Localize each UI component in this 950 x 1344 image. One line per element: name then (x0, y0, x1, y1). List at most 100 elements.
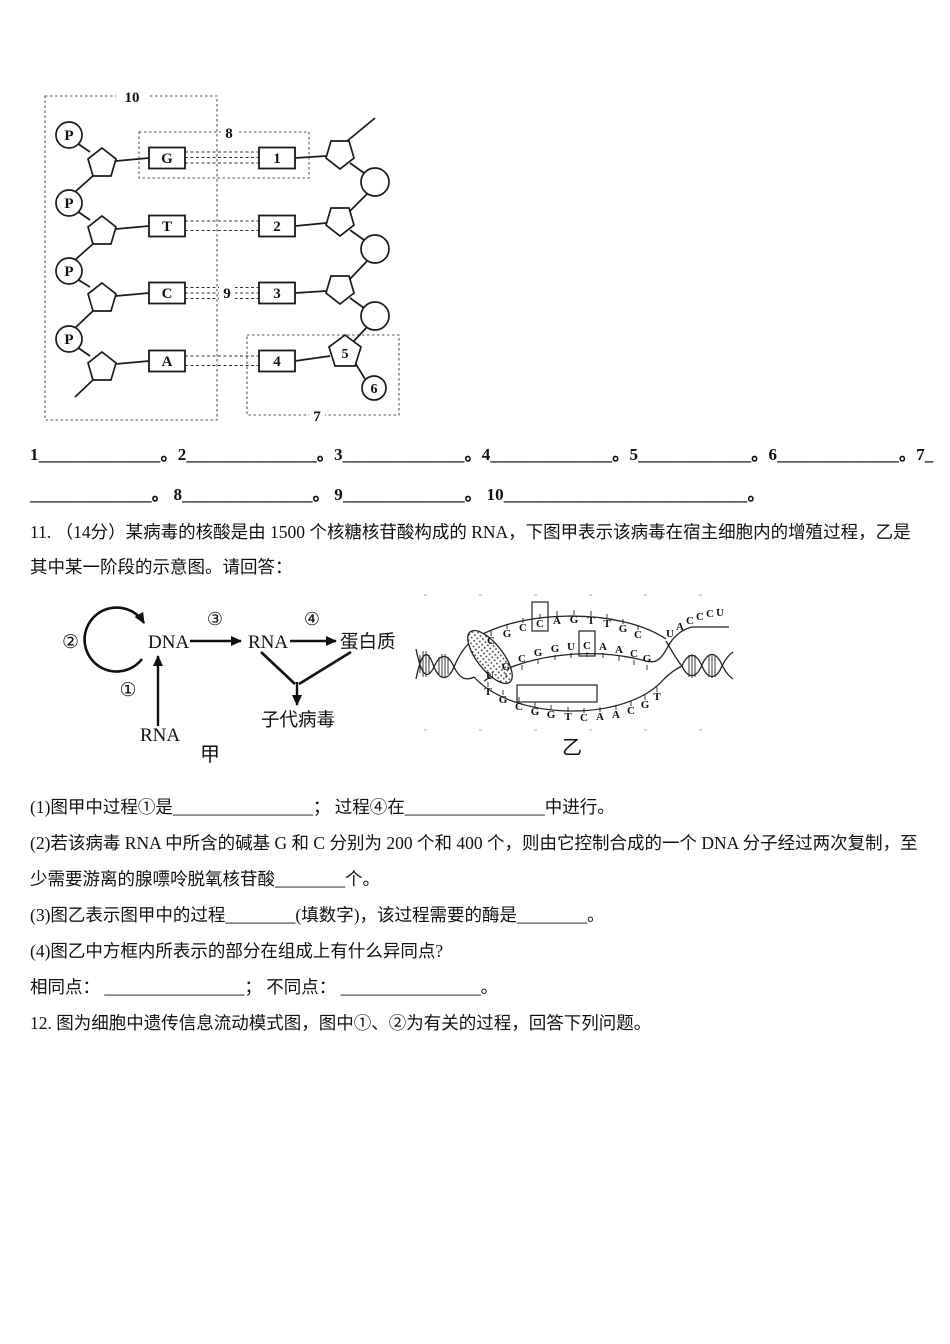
template-top-strand (469, 615, 667, 643)
phosphate-label: P (64, 264, 73, 280)
label-6: 6 (371, 382, 378, 397)
base-a: A (162, 354, 173, 370)
q11-stem: 11. （14分）某病毒的核酸是由 1500 个核糖核苷酸构成的 RNA，下图甲… (30, 515, 918, 585)
bubble-strands (469, 615, 729, 712)
base-letter: G (570, 614, 579, 626)
q11-parts: (1)图甲中过程①是________________； 过程④在________… (30, 789, 918, 1041)
base-letter: C (518, 653, 526, 665)
deoxyribose-pentagons (87, 140, 362, 381)
base-letter: C (515, 701, 523, 713)
part-number-labels: 10 8 9 7 5 6 (116, 90, 378, 425)
base-box-labels: G T C A 1 2 3 4 (161, 151, 281, 370)
base-3: 3 (273, 286, 281, 302)
q11-part4-blanks: 相同点： ________________； 不同点： ____________… (30, 977, 499, 997)
base-c: C (162, 286, 173, 302)
q11-part3: (3)图乙表示图甲中的过程________(填数字)，该过程需要的酶是_____… (30, 905, 605, 925)
label-10: 10 (125, 90, 140, 106)
node-progeny-virus: 子代病毒 (261, 710, 335, 731)
base-letter: U (567, 641, 575, 653)
base-letter: G (499, 694, 508, 706)
nucleotide-highlight-boxes (516, 601, 598, 703)
base-letter: A (553, 615, 561, 627)
base-letter: T (653, 691, 661, 703)
base-letter: U (486, 670, 494, 682)
node-protein: 蛋白质 (340, 632, 396, 653)
base-letter: U (666, 628, 674, 640)
base-letter: T (484, 686, 492, 698)
base-letter: C (706, 608, 714, 620)
q12-stem: 12. 图为细胞中遗传信息流动模式图，图中①、②为有关的过程，回答下列问题。 (30, 1013, 652, 1033)
base-letter: C (583, 640, 591, 652)
base-ticks (487, 610, 658, 713)
rna-product-strand (483, 626, 729, 682)
phosphate-label: P (64, 196, 73, 212)
base-letter: A (676, 621, 684, 633)
base-letter: A (615, 644, 623, 656)
right-strand-circles (360, 167, 390, 401)
phosphate-circles (55, 121, 83, 353)
node-rna: RNA (248, 632, 288, 653)
base-letter: C (627, 705, 635, 717)
step-1-label: ① (119, 680, 136, 701)
label-5: 5 (342, 347, 349, 362)
step-3-label: ③ (207, 609, 223, 629)
q11-stem-line-1: 11. （14分）某病毒的核酸是由 1500 个核糖核苷酸构成的 RNA，下图甲… (30, 522, 911, 542)
right-double-helix (663, 640, 734, 680)
base-letter: G (547, 709, 556, 721)
base-letter: G (531, 706, 540, 718)
base-letter: T (603, 618, 611, 630)
q11-part1: (1)图甲中过程①是________________； 过程④在________… (30, 797, 615, 817)
label-8: 8 (225, 126, 233, 142)
base-letter: C (634, 629, 642, 641)
q11-stem-line-2: 其中某一阶段的示意图。请回答： (30, 557, 293, 577)
step-2-label: ② (62, 632, 79, 653)
base-boxes (148, 146, 296, 373)
base-letter: A (599, 641, 607, 653)
base-g: G (161, 151, 173, 167)
phosphate-labels: P P P P (64, 128, 73, 348)
strand-letters: C G C C A G T T G C U G C G G U C (484, 607, 724, 724)
blank-label-box (516, 684, 598, 703)
base-1: 1 (273, 151, 281, 167)
dna-self-replication-loop-arrow (83, 606, 146, 673)
base-letter: C (519, 622, 527, 634)
q10-answer-blanks: 1______________。2_______________。3______… (30, 435, 934, 515)
base-letter: C (580, 712, 588, 724)
base-letter: A (596, 711, 604, 723)
node-rna-template: RNA (140, 725, 180, 746)
label-9: 9 (223, 286, 231, 302)
q11-part2-line1: (2)若该病毒 RNA 中所含的碱基 G 和 C 分别为 200 个和 400 … (30, 833, 918, 853)
figure-jia-replication-cycle: ② DNA ③ RNA ④ 蛋白质 ① RNA 子代病毒 甲 (62, 606, 396, 766)
base-4: 4 (273, 354, 281, 370)
base-letter: G (503, 628, 512, 640)
base-letter: C (487, 635, 495, 647)
node-dna: DNA (148, 632, 189, 653)
base-letter: C (696, 611, 704, 623)
rna-polymerase-enzyme (467, 629, 513, 685)
figure-yi-caption: 乙 (562, 737, 582, 759)
base-letter: T (587, 615, 595, 627)
left-double-helix (415, 641, 475, 680)
base-letter: T (564, 711, 572, 723)
blank-line-2: ______________。 8_______________。 9_____… (30, 485, 765, 504)
base-t: T (162, 219, 172, 235)
assembly-converge-lines (260, 650, 352, 686)
base-letter: C (536, 618, 544, 630)
bottom-strand (473, 676, 665, 712)
hydrogen-bonds (185, 151, 259, 367)
phosphate-label: P (64, 332, 73, 348)
q11-part2-line2: 少需要游离的腺嘌呤脱氧核苷酸________个。 (30, 869, 380, 889)
base-letter: G (641, 699, 650, 711)
base-letter: U (716, 607, 724, 619)
q11-part4: (4)图乙中方框内所表示的部分在组成上有什么异同点? (30, 941, 444, 961)
phosphate-label: P (64, 128, 73, 144)
base-2: 2 (273, 219, 281, 235)
base-letter: C (630, 648, 638, 660)
base-letter: G (534, 647, 543, 659)
figure-yi-transcription-bubble: C G C C A G T T G C U G C G G U C (415, 594, 734, 759)
blank-line-1: 1______________。2_______________。3______… (30, 445, 934, 464)
base-letter: G (643, 653, 652, 665)
base-letter: C (686, 615, 694, 627)
left-strand-backbone (74, 142, 150, 398)
